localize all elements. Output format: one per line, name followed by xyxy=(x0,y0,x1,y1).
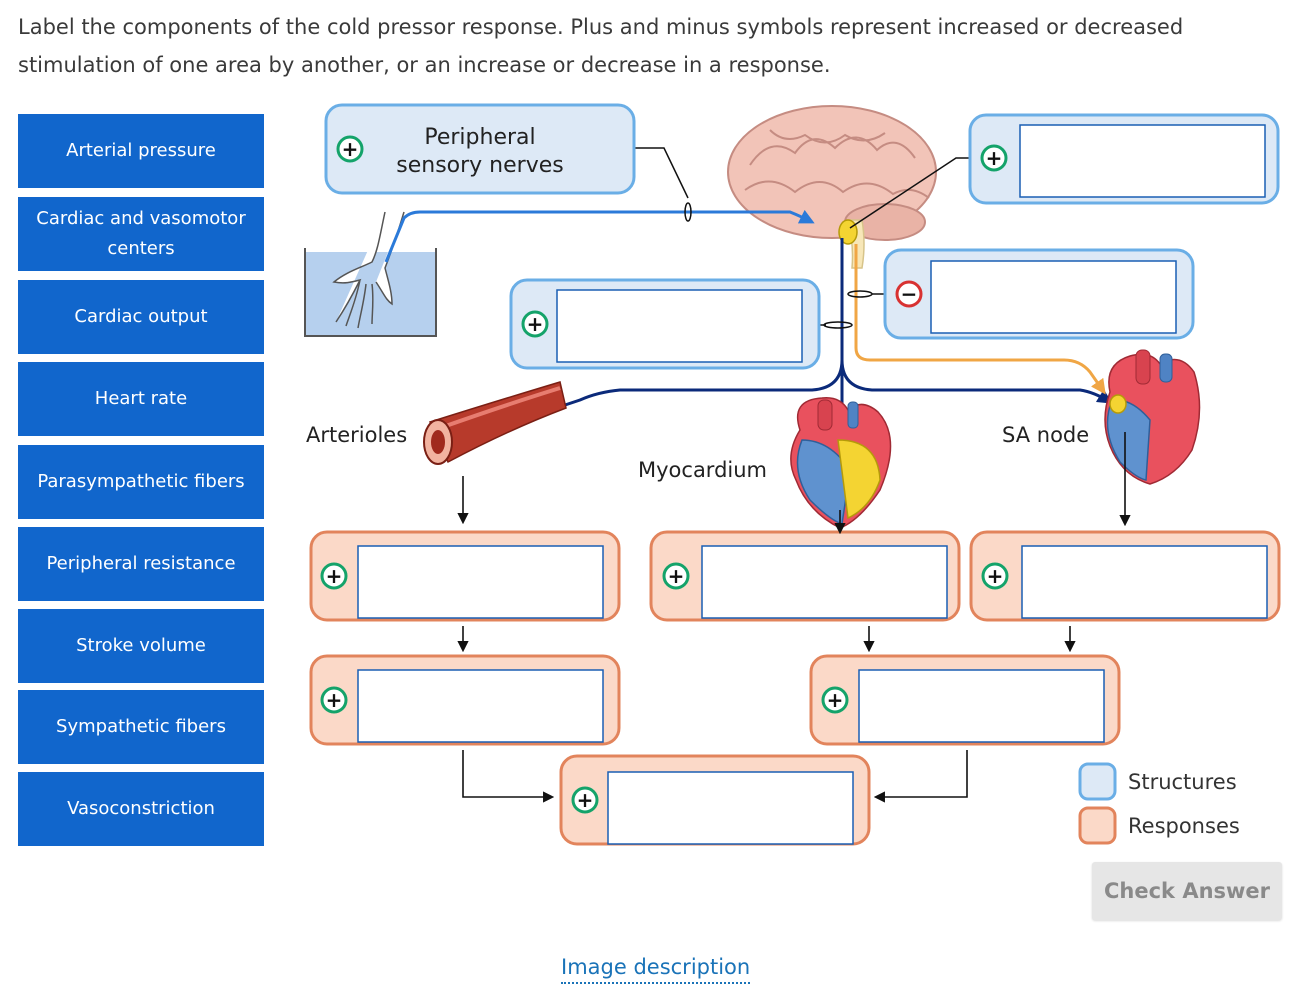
drop-zone-row2-right[interactable] xyxy=(858,669,1105,743)
sympathetic-to-arterioles xyxy=(499,359,844,430)
drop-zone-brain-center[interactable] xyxy=(1019,124,1266,198)
svg-text:+: + xyxy=(527,312,544,336)
peripheral-nerves-line2: sensory nerves xyxy=(396,153,563,178)
cold-water-hand-illustration xyxy=(304,211,437,337)
label-heart-rate[interactable]: Heart rate xyxy=(18,362,264,436)
arteriole-illustration xyxy=(423,381,567,465)
sympathetic-to-sa-node xyxy=(840,359,1113,404)
drop-zone-row3-center[interactable] xyxy=(607,771,854,845)
arterioles-label: Arterioles xyxy=(306,423,407,447)
myocardium-heart-illustration xyxy=(790,397,892,529)
drop-zone-sympathetic[interactable] xyxy=(556,289,803,363)
structure-peripheral-sensory-nerves: + Peripheral sensory nerves xyxy=(324,103,636,195)
svg-text:+: + xyxy=(986,146,1003,170)
label-arterial-pressure[interactable]: Arterial pressure xyxy=(18,114,264,188)
sensory-nerve-path xyxy=(384,209,815,263)
legend-structures-swatch xyxy=(1078,762,1117,801)
svg-text:−: − xyxy=(901,282,918,306)
sa-node-label: SA node xyxy=(1002,423,1089,447)
instructions: Label the components of the cold pressor… xyxy=(18,15,1184,77)
drop-zone-row1-middle[interactable] xyxy=(701,545,948,619)
legend-responses-swatch xyxy=(1078,806,1117,845)
legend-structures-label: Structures xyxy=(1128,770,1237,794)
drop-zone-parasympathetic[interactable] xyxy=(930,260,1177,334)
brain-illustration xyxy=(727,105,937,269)
image-description-link[interactable]: Image description xyxy=(561,952,751,984)
label-sympathetic-fibers[interactable]: Sympathetic fibers xyxy=(18,690,264,764)
label-cardiac-output[interactable]: Cardiac output xyxy=(18,280,264,354)
legend: Structures Responses xyxy=(1078,762,1240,845)
svg-text:+: + xyxy=(577,788,594,812)
svg-text:+: + xyxy=(326,688,343,712)
drop-zone-row1-right[interactable] xyxy=(1021,545,1268,619)
drop-zone-row1-left[interactable] xyxy=(357,545,604,619)
check-answer-button[interactable]: Check Answer xyxy=(1092,862,1282,920)
legend-responses-label: Responses xyxy=(1128,814,1240,838)
svg-text:+: + xyxy=(326,564,343,588)
drop-zone-row2-left[interactable] xyxy=(357,669,604,743)
svg-text:+: + xyxy=(668,564,685,588)
svg-text:+: + xyxy=(827,688,844,712)
svg-text:+: + xyxy=(987,564,1004,588)
parasympathetic-path xyxy=(854,244,1106,395)
peripheral-nerves-line1: Peripheral xyxy=(424,125,535,150)
label-parasympathetic-fibers[interactable]: Parasympathetic fibers xyxy=(18,445,264,519)
myocardium-label: Myocardium xyxy=(638,458,767,482)
label-peripheral-resistance[interactable]: Peripheral resistance xyxy=(18,527,264,601)
svg-text:+: + xyxy=(342,137,359,161)
label-cardiac-and-vasomotor-centers[interactable]: Cardiac and vasomotor centers xyxy=(18,197,264,271)
label-vasoconstriction[interactable]: Vasoconstriction xyxy=(18,772,264,846)
label-stroke-volume[interactable]: Stroke volume xyxy=(18,609,264,683)
sa-node-heart-illustration xyxy=(1104,349,1201,485)
